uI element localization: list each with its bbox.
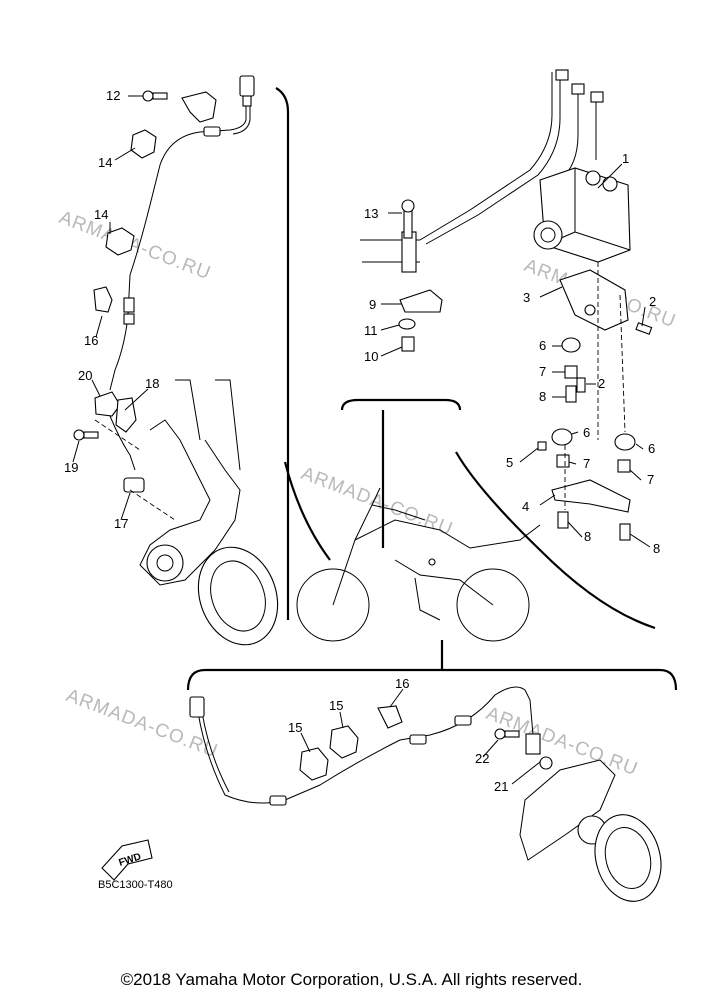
callout-label: 6 [539, 338, 546, 353]
callout-label: 18 [145, 376, 159, 391]
callout-label: 13 [364, 206, 378, 221]
callout-label: 21 [494, 779, 508, 794]
callout-label: 16 [84, 333, 98, 348]
leader-lines [72, 95, 651, 785]
abs-unit-assembly [419, 69, 653, 541]
callout-label: 4 [522, 499, 529, 514]
callout-label: 15 [329, 698, 343, 713]
callout-label: 12 [106, 88, 120, 103]
callout-label: 6 [583, 425, 590, 440]
callout-labels: 1 2 2 3 4 5 6 6 6 7 7 7 8 8 8 9 10 11 12… [64, 88, 660, 794]
callout-label: 16 [395, 676, 409, 691]
callout-label: 5 [506, 455, 513, 470]
callout-label: 2 [649, 294, 656, 309]
callout-label: 7 [583, 456, 590, 471]
front-sensor-assembly [73, 75, 279, 646]
callout-label: 14 [98, 155, 112, 170]
callout-label: 3 [523, 290, 530, 305]
callout-label: 9 [369, 297, 376, 312]
callout-label: 8 [584, 529, 591, 544]
callout-label: 6 [648, 441, 655, 456]
callout-label: 8 [539, 389, 546, 404]
callout-label: 17 [114, 516, 128, 531]
callout-label: 10 [364, 349, 378, 364]
callout-label: 7 [647, 472, 654, 487]
callout-label: 11 [364, 323, 378, 338]
callout-label: 14 [94, 207, 108, 222]
rear-sensor-assembly [189, 686, 662, 902]
callout-label: 19 [64, 460, 78, 475]
diagram-code: B5C1300-T480 [98, 879, 173, 891]
section-dividers [186, 87, 678, 691]
callout-label: 22 [475, 751, 489, 766]
motorcycle-silhouette [296, 487, 541, 642]
watermark-text: ARMADA-CO.RU [56, 207, 214, 284]
callout-label: 7 [539, 364, 546, 379]
callout-label: 1 [622, 151, 629, 166]
callout-label: 15 [288, 720, 302, 735]
copyright-notice: ©2018 Yamaha Motor Corporation, U.S.A. A… [120, 970, 583, 989]
clamp-assembly [360, 199, 443, 352]
fwd-arrow-icon: FWD [101, 839, 153, 881]
callout-label: 20 [78, 368, 92, 383]
callout-label: 2 [598, 376, 605, 391]
watermark-text: ARMADA-CO.RU [483, 703, 641, 780]
callout-label: 8 [653, 541, 660, 556]
